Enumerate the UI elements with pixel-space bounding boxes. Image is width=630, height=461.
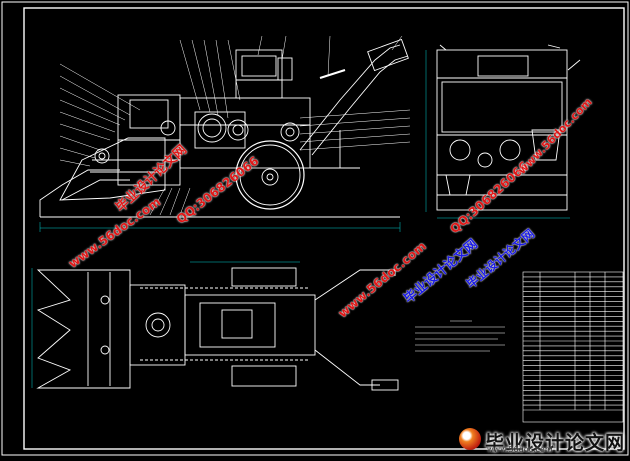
technical-notes: [415, 320, 505, 352]
front-view: [39, 38, 409, 218]
logo-ball-icon: [459, 428, 481, 450]
sheet-inner-border: [23, 7, 625, 450]
site-logo: 毕业设计论文网 www.56doc.com: [457, 426, 627, 454]
side-view: [436, 44, 581, 211]
logo-url: www.56doc.com: [487, 445, 553, 454]
top-view: [36, 266, 399, 391]
title-block: [522, 271, 624, 423]
leader-lines-front: [59, 35, 411, 216]
dimension-lines: [31, 50, 570, 388]
logo-text: 毕业设计论文网: [485, 432, 626, 454]
title-block-rows: [523, 276, 623, 406]
